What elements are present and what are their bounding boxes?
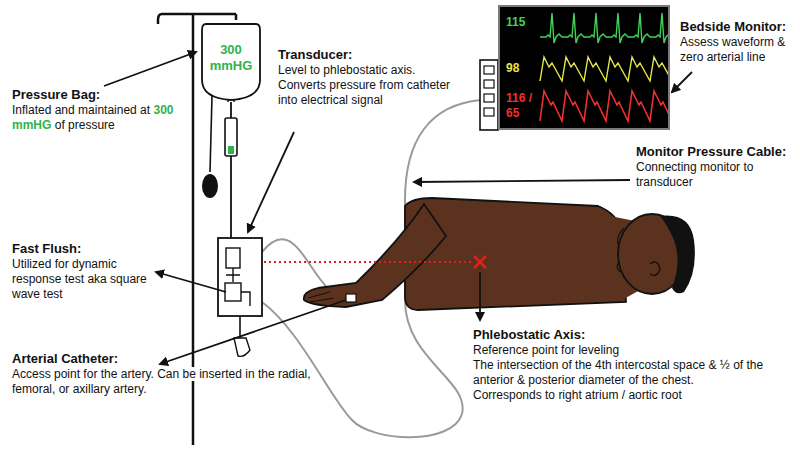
callout-text: of pressure: [55, 118, 115, 132]
callout-line: Pressure Bag:: [12, 86, 202, 103]
bag-shape: [202, 24, 260, 100]
vital-value: 98: [506, 61, 536, 76]
transducer: [218, 238, 262, 316]
callout-line: Assess waveform & zero arterial line: [680, 35, 796, 65]
transducer-dome: [226, 248, 240, 268]
arterial-wave: [540, 91, 668, 121]
pressure-bag: 300 mmHG: [200, 22, 262, 102]
callout-text: Inflated and maintained at: [12, 103, 150, 117]
callout-text: The intersection of the 4th intercostal …: [473, 358, 763, 387]
patient-hair: [660, 216, 695, 294]
drip-fluid: [228, 146, 234, 154]
ecg-wave: [540, 13, 668, 43]
callout-line: Monitor Pressure Cable:: [636, 143, 796, 160]
leader-arrow: [104, 52, 196, 86]
callout-line: Corresponds to right atrium / aortic roo…: [473, 388, 795, 403]
level-line: [264, 261, 472, 263]
bag-port: [228, 100, 234, 102]
callout-heading: Transducer:: [278, 47, 352, 62]
leader-arrow: [156, 272, 226, 292]
patient-torso: [405, 198, 626, 310]
callout-heading: Bedside Monitor:: [680, 19, 786, 34]
callout-line: Connecting monitor to transducer: [636, 160, 796, 190]
callout: Pressure Bag:Inflated and maintained at3…: [12, 86, 202, 133]
patient-fingers: [308, 292, 334, 302]
leader-arrow: [479, 272, 481, 320]
callout: Transducer:Level to phlebostatic axis. C…: [278, 46, 456, 108]
leader-arrow: [414, 180, 630, 182]
callout-line: The intersection of the 4th intercostal …: [473, 358, 795, 388]
callout-line: Reference point for leveling: [473, 343, 795, 358]
callout: Arterial Catheter:Access point for the a…: [12, 350, 347, 397]
callout: Phlebostatic Axis:Reference point for le…: [473, 326, 795, 403]
drain-cap: [234, 338, 250, 356]
bulb-tube: [210, 96, 212, 172]
callout-text: Level to phlebostatic axis. Converts pre…: [278, 63, 450, 107]
monitor-ports: [480, 60, 498, 130]
callout-heading: Monitor Pressure Cable:: [636, 144, 786, 159]
callout-text: Corresponds to right atrium / aortic roo…: [473, 388, 682, 402]
callout-heading: Pressure Bag:: [12, 87, 100, 102]
patient-ear: [650, 262, 660, 275]
drain-tube: [239, 316, 241, 338]
leader-arrow: [160, 300, 346, 364]
callout-line: Arterial Catheter:: [12, 350, 347, 367]
callout-text: Connecting monitor to transducer: [636, 160, 753, 189]
pole-hook: [158, 14, 236, 24]
port: [484, 94, 494, 102]
flush-device: [225, 283, 241, 301]
callout-line: Access point for the artery. Can be inse…: [12, 367, 347, 397]
callout: Monitor Pressure Cable:Connecting monito…: [636, 143, 796, 190]
port: [484, 108, 494, 116]
callout-line: Fast Flush:: [12, 240, 162, 257]
patient-face: [617, 228, 624, 272]
drip-chamber: [225, 118, 237, 156]
callout-line: Inflated and maintained at300 mmHGof pre…: [12, 103, 202, 133]
leader-arrow: [672, 72, 692, 92]
port: [484, 66, 494, 74]
phlebostatic-mark: [474, 256, 486, 268]
bag-pressure: 300 mmHG: [204, 42, 258, 74]
callout-heading: Fast Flush:: [12, 241, 81, 256]
vital-value: 115: [506, 15, 536, 30]
arterial-catheter: [346, 294, 356, 302]
leader-arrow: [248, 132, 294, 232]
callout-line: Bedside Monitor:: [680, 18, 796, 35]
callout-heading: Phlebostatic Axis:: [473, 327, 585, 342]
patient-arm: [304, 204, 446, 307]
port: [484, 80, 494, 88]
flush-tab: [241, 292, 250, 306]
callout-text: Reference point for leveling: [473, 343, 619, 357]
callout: Fast Flush:Utilized for dynamic response…: [12, 240, 162, 302]
callout: Bedside Monitor:Assess waveform & zero a…: [680, 18, 796, 65]
callout-line: Transducer:: [278, 46, 456, 63]
callout-text: Assess waveform & zero arterial line: [680, 35, 785, 64]
callout-text: Utilized for dynamic response test aka s…: [12, 257, 147, 301]
vital-value: 116 / 65: [506, 91, 536, 121]
callout-text: Access point for the artery. Can be inse…: [12, 367, 311, 396]
callout-line: Phlebostatic Axis:: [473, 326, 795, 343]
callout-line: Level to phlebostatic axis. Converts pre…: [278, 63, 456, 108]
bedside-monitor: 115 98 116 / 65: [498, 5, 670, 130]
stopcock: [226, 268, 240, 282]
callout-heading: Arterial Catheter:: [12, 351, 118, 366]
pleth-wave: [540, 57, 668, 81]
inflation-bulb: [202, 174, 218, 198]
callout-line: Utilized for dynamic response test aka s…: [12, 257, 162, 302]
